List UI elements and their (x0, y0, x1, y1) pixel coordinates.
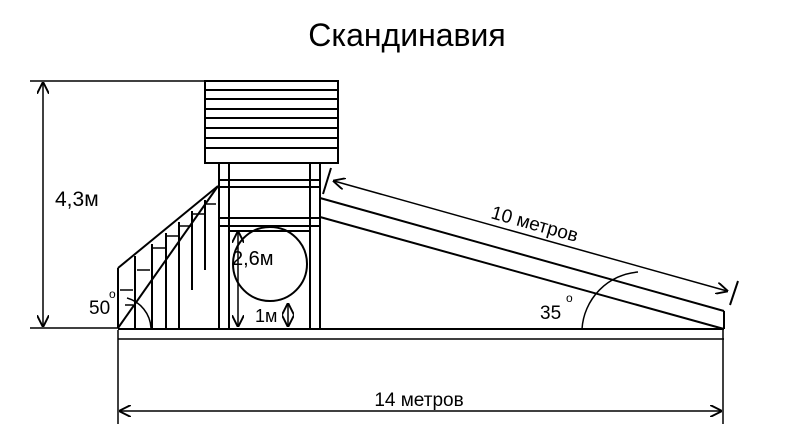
diagram-title: Скандинавия (308, 17, 506, 53)
slide-length-arrow (334, 181, 727, 291)
slide-angle-label: 35 (540, 303, 561, 324)
total-length-label: 14 метров (374, 390, 463, 411)
stair-angle-degree: o (109, 287, 116, 301)
tower-roof (204, 80, 339, 164)
slide-angle-arc (581, 271, 639, 330)
stair-angle-label: 50 (89, 298, 110, 319)
tower-frame (218, 163, 321, 328)
height-label: 4,3м (55, 188, 99, 211)
slide-tick-top (322, 167, 332, 195)
slide-angle-degree: o (566, 291, 573, 305)
loop-diameter-label: 2,6м (232, 248, 274, 270)
stair-angle-arc (126, 297, 152, 329)
staircase (117, 185, 219, 329)
slide-length-label: 10 метров (489, 203, 581, 247)
gap-label: 1м (255, 306, 277, 326)
slide-tick-bottom (729, 280, 739, 306)
